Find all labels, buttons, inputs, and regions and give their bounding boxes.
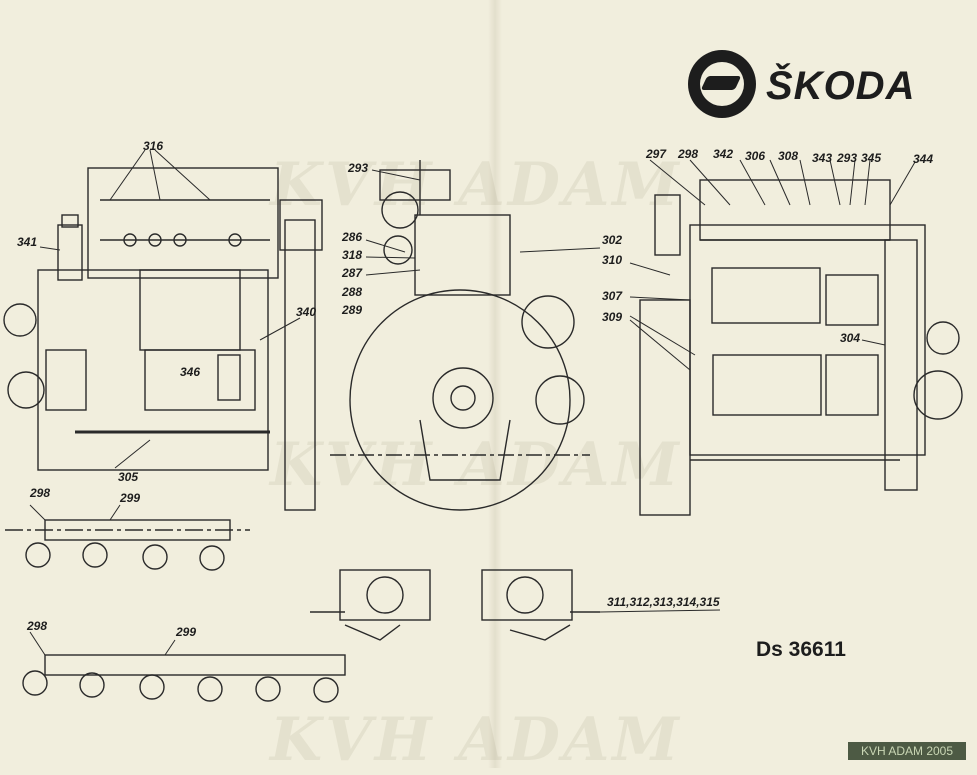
callout-302: 302 bbox=[602, 233, 622, 247]
callout-316: 316 bbox=[143, 139, 163, 153]
watermark-text: KVH ADAM bbox=[270, 705, 682, 775]
callout-307: 307 bbox=[602, 289, 623, 303]
callout-309: 309 bbox=[602, 310, 622, 324]
callout-310: 310 bbox=[602, 253, 622, 267]
skoda-logo-icon bbox=[688, 50, 756, 118]
engine-side-view-left bbox=[3, 149, 323, 531]
callout-305: 305 bbox=[118, 470, 138, 484]
callout-304: 304 bbox=[840, 331, 860, 345]
callout-344: 344 bbox=[913, 152, 933, 166]
callout-340: 340 bbox=[296, 305, 316, 319]
watermark-text: KVH ADAM bbox=[270, 430, 682, 500]
watermark-stamp: KVH ADAM 2005 bbox=[848, 742, 966, 760]
callout-293-right: 293 bbox=[836, 151, 857, 165]
callout-298-right: 298 bbox=[677, 147, 698, 161]
exhaust-manifold-detail-lower bbox=[22, 631, 346, 703]
watermark-text: KVH ADAM bbox=[270, 150, 682, 220]
brand-name: ŠKODA bbox=[766, 64, 916, 108]
page-fold bbox=[488, 0, 502, 768]
exhaust-manifold-detail-upper bbox=[25, 504, 231, 571]
callout-343: 343 bbox=[812, 151, 832, 165]
skoda-brand: ŠKODA bbox=[688, 50, 918, 120]
engine-side-view-right bbox=[629, 159, 963, 516]
callout-287: 287 bbox=[341, 266, 363, 280]
callout-299-lower: 299 bbox=[175, 625, 196, 639]
callout-298-lower: 298 bbox=[26, 619, 47, 633]
callout-345: 345 bbox=[861, 151, 881, 165]
callout-288: 288 bbox=[341, 285, 362, 299]
callout-341: 341 bbox=[17, 235, 37, 249]
callout-346: 346 bbox=[180, 365, 200, 379]
callout-298-upper: 298 bbox=[29, 486, 50, 500]
callout-293-front: 293 bbox=[347, 161, 368, 175]
callout-299-upper: 299 bbox=[119, 491, 140, 505]
callout-289: 289 bbox=[341, 303, 362, 317]
engine-front-view bbox=[330, 160, 601, 511]
valve-detail-right bbox=[481, 569, 721, 641]
callout-308: 308 bbox=[778, 149, 798, 163]
callout-311-315: 311,312,313,314,315 bbox=[607, 595, 720, 609]
callout-labels: 316 341 340 346 305 293 286 318 287 288 … bbox=[17, 139, 933, 639]
valve-detail-left bbox=[310, 569, 431, 641]
callout-306: 306 bbox=[745, 149, 765, 163]
callout-286: 286 bbox=[341, 230, 362, 244]
document-number: Ds 36611 bbox=[756, 638, 846, 661]
callout-342: 342 bbox=[713, 147, 733, 161]
callout-318: 318 bbox=[342, 248, 362, 262]
callout-297: 297 bbox=[645, 147, 667, 161]
